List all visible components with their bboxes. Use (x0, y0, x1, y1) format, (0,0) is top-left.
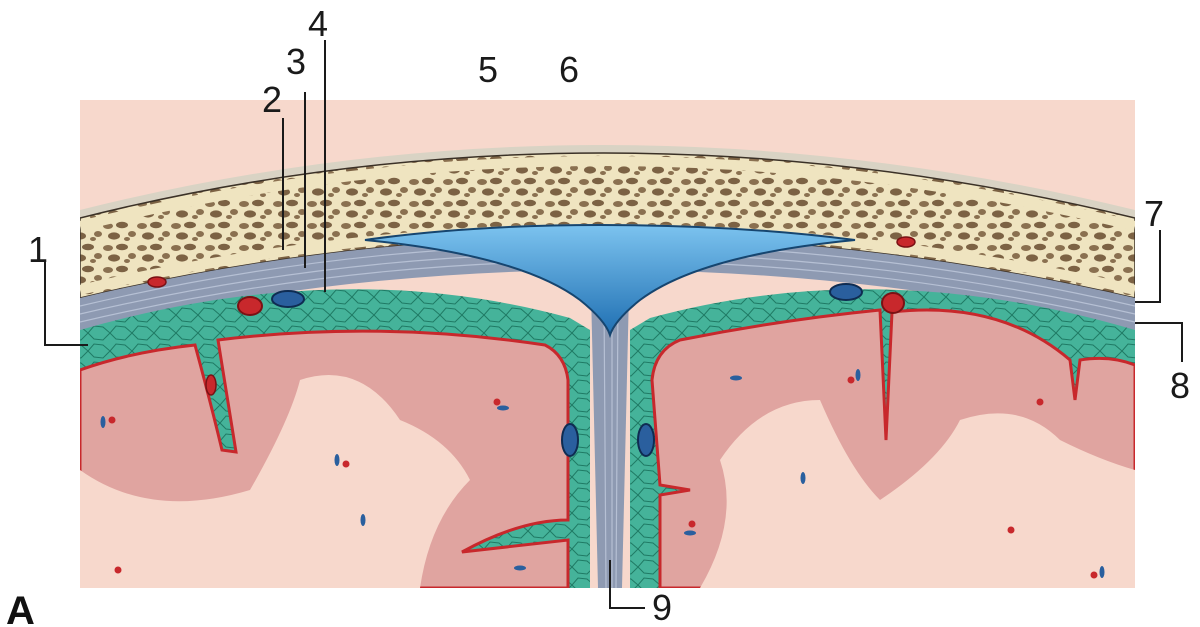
penetrating-vessel (205, 374, 217, 396)
vein-falx-right (637, 423, 655, 457)
artery-left (237, 296, 263, 316)
callout-labels: 1 2 3 4 5 6 7 8 9 A (6, 3, 1190, 627)
leader-9 (609, 560, 645, 609)
callout-9: 9 (652, 587, 672, 627)
periosteum (80, 145, 1135, 218)
vein-left (271, 290, 305, 308)
artery-right (881, 292, 905, 314)
tissue-layers (80, 100, 1135, 588)
vein-falx-left (561, 423, 579, 457)
outer-table (80, 156, 1135, 231)
leader-8 (1135, 322, 1183, 362)
leader-lines (44, 40, 1183, 609)
white-matter-right (700, 400, 1135, 588)
callout-8: 8 (1170, 365, 1190, 406)
leader-1 (44, 262, 88, 346)
callout-2: 2 (262, 79, 282, 120)
capillaries (100, 369, 1105, 579)
callout-1: 1 (28, 229, 48, 270)
white-matter-left (80, 375, 470, 588)
callout-4: 4 (308, 3, 328, 44)
falx-cerebri (590, 250, 630, 588)
vessel-dura-left (147, 276, 167, 288)
vein-right (829, 283, 863, 301)
panel-label: A (6, 589, 35, 627)
falx-fibers (603, 299, 619, 588)
leader-7 (1135, 230, 1161, 303)
callout-5: 5 (478, 49, 498, 90)
callout-7: 7 (1144, 193, 1164, 234)
vessel-dura-right (896, 236, 916, 248)
callout-3: 3 (286, 41, 306, 82)
callout-6: 6 (559, 49, 579, 90)
superior-sagittal-sinus (364, 223, 856, 339)
